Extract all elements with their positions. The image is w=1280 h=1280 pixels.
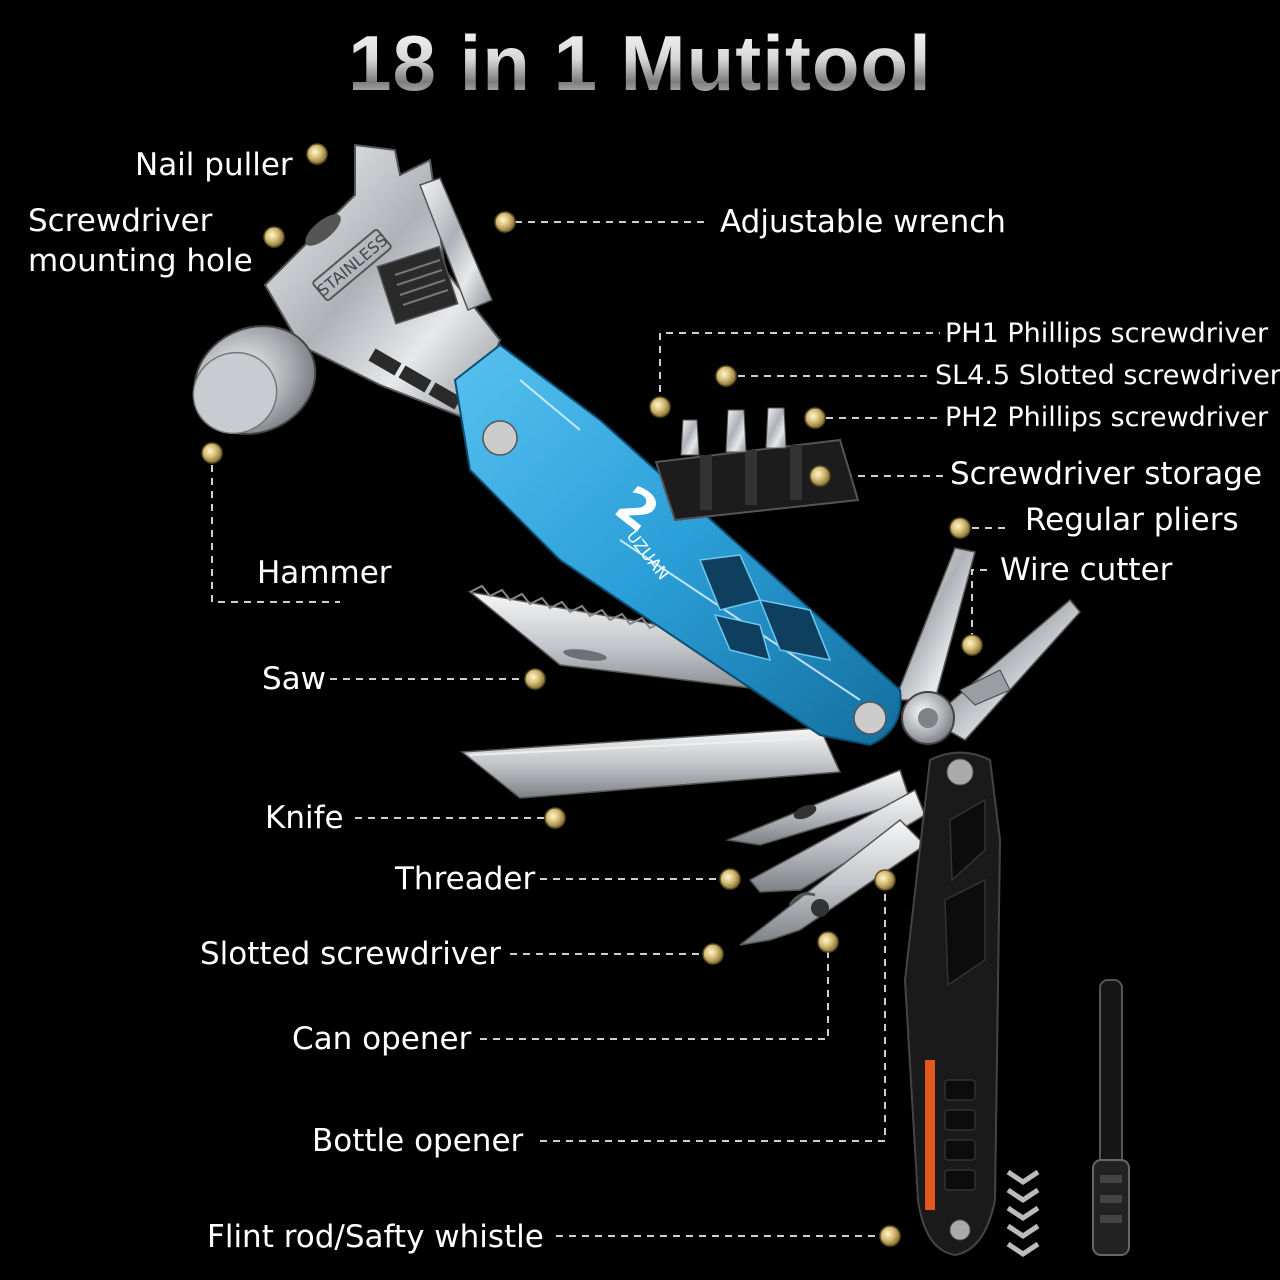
label-pliers: Regular pliers bbox=[1025, 502, 1239, 538]
callout-dot-wrench bbox=[494, 211, 516, 233]
label-mounting-hole-line2: mounting hole bbox=[28, 243, 253, 279]
page-title: 18 in 1 Mutitool bbox=[0, 18, 1280, 109]
down-chevrons-icon bbox=[1006, 1169, 1040, 1258]
knife-blade bbox=[460, 727, 842, 799]
callout-dot-flint bbox=[879, 1225, 901, 1247]
callout-dot-knife bbox=[544, 807, 566, 829]
leader-lines bbox=[211, 221, 1010, 1237]
label-bottle-opener: Bottle opener bbox=[312, 1123, 524, 1159]
callout-dot-storage bbox=[809, 465, 831, 487]
label-storage: Screwdriver storage bbox=[950, 456, 1263, 492]
callout-dot-ph2 bbox=[804, 407, 826, 429]
label-knife: Knife bbox=[265, 800, 344, 836]
callout-dot-sl45 bbox=[715, 365, 737, 387]
label-adjustable-wrench: Adjustable wrench bbox=[720, 204, 1006, 240]
label-sl45: SL4.5 Slotted screwdriver bbox=[935, 360, 1280, 391]
hammer-wrench-head: STAINLESS bbox=[192, 143, 502, 435]
small-tools-fan bbox=[725, 769, 927, 946]
callout-dot-pliers bbox=[949, 517, 971, 539]
callout-dot-threader bbox=[719, 868, 741, 890]
label-saw: Saw bbox=[262, 661, 327, 697]
label-can-opener: Can opener bbox=[292, 1021, 472, 1057]
label-ph2: PH2 Phillips screwdriver bbox=[945, 402, 1269, 433]
callout-dot-bottle-opener bbox=[874, 869, 896, 891]
pliers-jaws bbox=[893, 547, 1081, 745]
label-mounting-hole-line1: Screwdriver bbox=[28, 203, 213, 239]
callout-dot-slotted bbox=[702, 943, 724, 965]
label-slotted-screwdriver: Slotted screwdriver bbox=[200, 936, 502, 972]
callout-dot-wire-cutter bbox=[961, 634, 983, 656]
flint-rod-whistle bbox=[1092, 979, 1130, 1256]
callout-dot-hammer bbox=[201, 442, 223, 464]
label-hammer: Hammer bbox=[257, 555, 392, 591]
black-handle bbox=[903, 751, 1002, 1257]
callout-dot-ph1 bbox=[649, 396, 671, 418]
label-flint-rod: Flint rod/Safty whistle bbox=[207, 1219, 544, 1255]
label-threader: Threader bbox=[395, 861, 536, 897]
label-ph1: PH1 Phillips screwdriver bbox=[945, 318, 1269, 349]
label-nail-puller: Nail puller bbox=[135, 147, 293, 183]
blue-handle: 2 UZUAN bbox=[453, 343, 902, 747]
callout-dot-nail-puller bbox=[306, 143, 328, 165]
callout-dot-saw bbox=[524, 668, 546, 690]
label-wire-cutter: Wire cutter bbox=[1000, 552, 1173, 588]
callout-dot-mounting-hole bbox=[263, 226, 285, 248]
screwdriver-storage bbox=[654, 407, 860, 522]
callout-dot-can-opener bbox=[817, 931, 839, 953]
